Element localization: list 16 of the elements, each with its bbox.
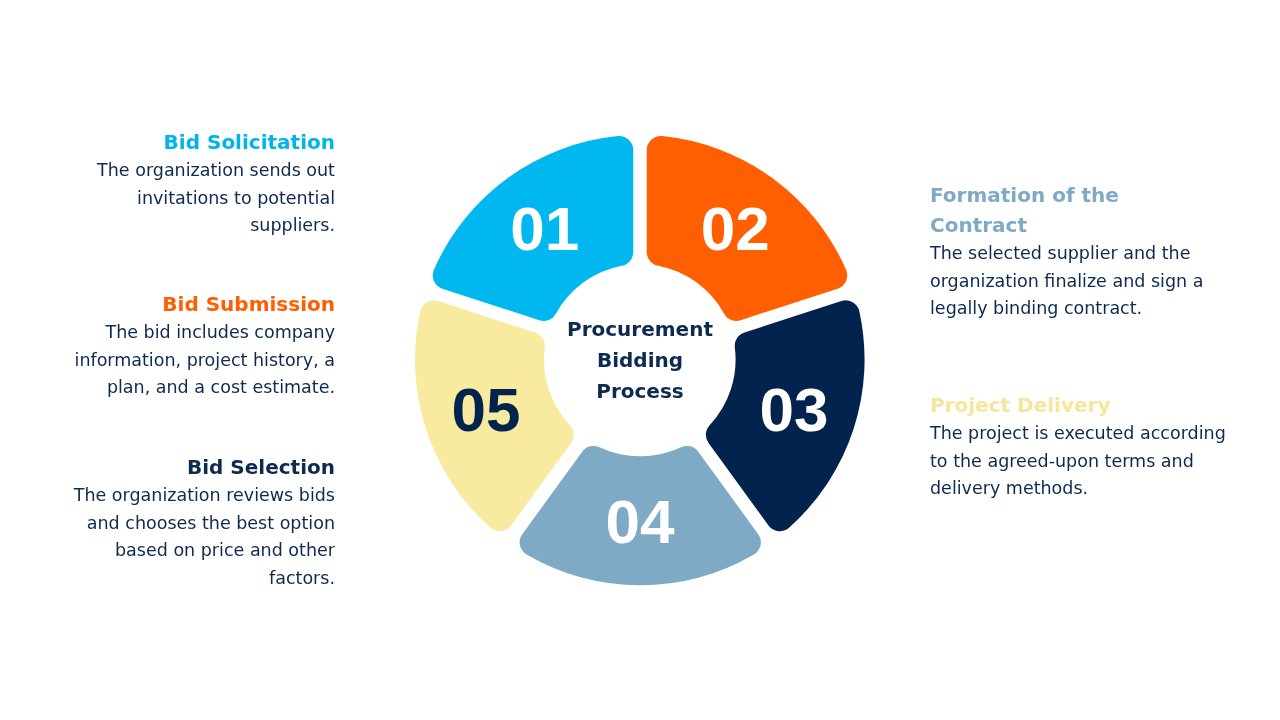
step-number: 05: [451, 379, 521, 442]
step-number: 03: [759, 379, 829, 442]
step-heading: Formation of the Contract: [930, 182, 1120, 239]
step-heading: Project Delivery: [930, 392, 1112, 419]
step-number: 02: [700, 197, 770, 260]
step-description: The project is executed according to the agreed-upon terms and delivery methods.: [930, 422, 1227, 500]
step-description: The bid includes company information, project history, a plan, and a cost estimate.: [73, 321, 335, 399]
step-number: 01: [510, 197, 580, 260]
step-heading: Bid Solicitation: [162, 129, 335, 156]
step-description: The selected supplier and the organization finalize and sign a legally binding contract.: [930, 242, 1205, 320]
step-number: 04: [605, 491, 675, 553]
step-heading: Bid Submission: [161, 291, 335, 318]
center-title: Procurement Bidding Process: [566, 315, 714, 405]
step-heading: Bid Selection: [185, 454, 335, 481]
step-description: The organization sends out invitations to potential suppliers.: [96, 159, 335, 237]
step-description: The organization reviews bids and chooses the best option based on price and other factors.: [72, 484, 335, 590]
